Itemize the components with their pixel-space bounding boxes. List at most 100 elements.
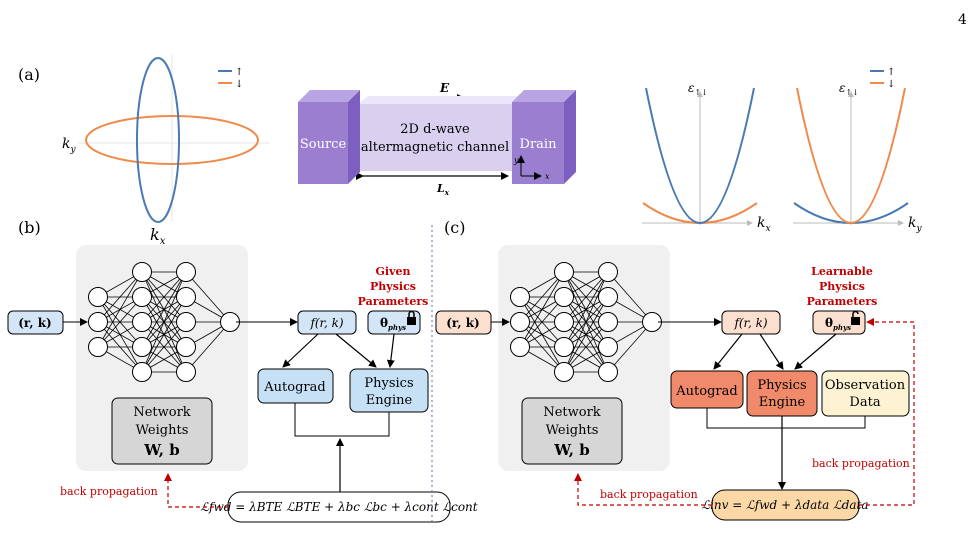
band1-energy-label: ε↑↓	[688, 81, 708, 97]
legend-down-label: ↓	[235, 79, 243, 90]
theta-label-b: θphys	[380, 316, 406, 332]
nn-b-node	[176, 262, 196, 282]
merge-bracket-c	[706, 408, 866, 429]
neural-network-b	[88, 262, 240, 382]
nn-b-edge	[97, 271, 143, 348]
nn-b-node	[88, 312, 108, 332]
band-plot-kx: ε↑↓ kx	[642, 81, 771, 234]
neural-network-c	[510, 262, 662, 382]
nn-c-edge	[519, 271, 565, 348]
nn-c-node	[554, 262, 574, 282]
field-label: E	[439, 81, 450, 95]
nn-c-edge	[607, 321, 653, 373]
nn-b-node	[176, 312, 196, 332]
nn-b-edge	[97, 296, 143, 348]
physics-engine-line1-b: Physics	[364, 376, 413, 391]
output-box-c	[721, 310, 781, 335]
observation-line2-c: Data	[849, 395, 880, 410]
nn-c-node	[554, 362, 574, 382]
nn-b-edge	[97, 271, 143, 323]
nn-b-edge	[185, 321, 231, 373]
learnable-params-line3: Parameters	[807, 295, 878, 308]
nn-b-edge	[141, 321, 187, 373]
nn-b-node	[132, 287, 152, 307]
panel-c-label: (c)	[444, 218, 465, 237]
weights-line3-c: W, b	[553, 441, 589, 459]
theta-label-c: θphys	[825, 316, 851, 332]
arrow-theta-to-engine-c	[794, 333, 837, 370]
weights-line1-b: Network	[133, 405, 190, 420]
channel-top	[358, 96, 522, 104]
kx-axis-label: kx	[150, 225, 166, 247]
nn-b-node	[176, 287, 196, 307]
band2-spin-down-curve	[796, 87, 906, 224]
loss-equation-c: ℒinv = ℒfwd + λdata ℒdata	[701, 498, 868, 512]
nn-b-node	[132, 337, 152, 357]
nn-c-node	[598, 262, 618, 282]
back-prop-label-b: back propagation	[60, 485, 158, 498]
lock-closed-icon	[407, 310, 416, 325]
band1-k-label: kx	[757, 215, 771, 234]
page-number: 4	[958, 12, 967, 28]
drain-label: Drain	[520, 137, 558, 152]
nn-c-node	[510, 337, 530, 357]
nn-c-edge	[563, 321, 609, 373]
band2-k-label: ky	[908, 215, 922, 234]
panel-b-label: (b)	[18, 218, 41, 237]
arrow-output-to-engine-b	[335, 333, 377, 368]
legend-up-label: ↑	[235, 67, 243, 78]
nn-b-node	[176, 337, 196, 357]
theta-box-c	[812, 310, 866, 335]
autograd-label-b: Autograd	[263, 380, 325, 395]
nn-b-node	[132, 362, 152, 382]
nn-b-edge	[141, 271, 187, 348]
merge-bracket-b	[294, 403, 390, 437]
weights-box-b	[111, 397, 213, 465]
arrow-theta-to-engine-b	[386, 333, 395, 368]
loss-equation-b: ℒfwd = λBTE ℒBTE + λbc ℒbc + λcont ℒcont	[200, 500, 477, 514]
nn-c-edge	[607, 271, 653, 323]
drain-side	[564, 90, 576, 184]
nn-c-edge	[563, 271, 609, 373]
nn-c-edge	[563, 296, 609, 373]
nn-b-edge	[141, 271, 187, 323]
mini-y-label: y	[513, 156, 519, 165]
nn-c-node	[510, 312, 530, 332]
output-label-b: f(r, k)	[309, 316, 343, 330]
weights-line1-c: Network	[543, 405, 600, 420]
nn-c-node	[598, 362, 618, 382]
band1-spin-up-curve	[645, 87, 755, 224]
nn-c-node	[554, 287, 574, 307]
nn-b-node	[132, 262, 152, 282]
panel-a-label: (a)	[18, 65, 40, 84]
band-plot-ky: ε↑↓ ky ↑ ↓	[793, 67, 922, 234]
back-prop-label-left-c: back propagation	[600, 488, 698, 501]
nn-b-edge	[141, 296, 187, 373]
observation-line1-c: Observation	[825, 378, 906, 393]
band-legend-down-label: ↓	[887, 79, 895, 90]
arrow-output-to-engine-c	[759, 333, 784, 370]
band-legend-up-label: ↑	[887, 67, 895, 78]
back-prop-arrow-right-c	[859, 318, 915, 506]
nn-c-node	[554, 337, 574, 357]
nn-c-node	[598, 287, 618, 307]
nn-b-node	[88, 287, 108, 307]
autograd-label-c: Autograd	[675, 384, 737, 399]
nn-c-edge	[563, 271, 609, 323]
input-label-c: (r, k)	[446, 316, 479, 330]
drain-top	[512, 90, 576, 102]
channel-body	[358, 104, 512, 171]
source-label: Source	[300, 137, 347, 152]
weights-box-c	[521, 397, 623, 465]
channel-text-line1: 2D d-wave	[400, 122, 470, 137]
back-prop-arrow-b	[164, 473, 228, 508]
spin-down-contour	[85, 115, 259, 165]
fermi-surface-plot: ↑ ↓ ky kx	[62, 55, 270, 247]
device-schematic: E 2D d-wave altermagnetic channel Lx Sou…	[298, 81, 576, 197]
spin-up-contour	[136, 57, 180, 223]
back-prop-label-right-c: back propagation	[812, 457, 910, 470]
nn-c-node	[598, 312, 618, 332]
given-params-line1: Given	[376, 265, 411, 278]
source-block	[298, 102, 348, 184]
